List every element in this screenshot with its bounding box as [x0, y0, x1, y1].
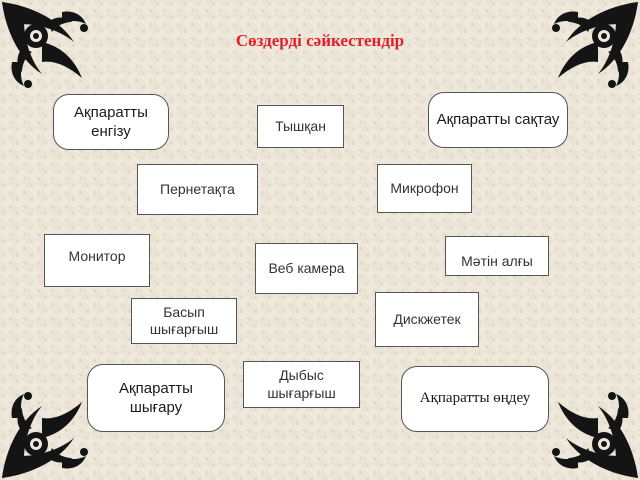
- device-monitor[interactable]: Монитор: [44, 234, 150, 287]
- category-processing[interactable]: Ақпаратты өңдеу: [401, 366, 549, 432]
- category-output[interactable]: Ақпаратты шығару: [87, 364, 225, 432]
- page-title: Сөздерді сәйкестендір: [235, 31, 405, 50]
- category-storage[interactable]: Ақпаратты сақтау: [428, 92, 568, 148]
- device-microphone[interactable]: Микрофон: [377, 164, 472, 213]
- device-text-field[interactable]: Мәтін алғы: [445, 236, 549, 276]
- device-webcam[interactable]: Веб камера: [255, 243, 358, 294]
- device-printer[interactable]: Басып шығарғыш: [131, 298, 237, 344]
- category-input[interactable]: Ақпаратты енгізу: [53, 94, 169, 150]
- corner-ornament-bottom-right-icon: [552, 392, 638, 478]
- device-floppy[interactable]: Дискжетек: [375, 292, 479, 347]
- device-mouse[interactable]: Тышқан: [257, 105, 344, 148]
- corner-ornament-bottom-left-icon: [2, 392, 88, 478]
- device-keyboard[interactable]: Пернетақта: [137, 164, 258, 215]
- device-speaker[interactable]: Дыбыс шығарғыш: [243, 361, 360, 408]
